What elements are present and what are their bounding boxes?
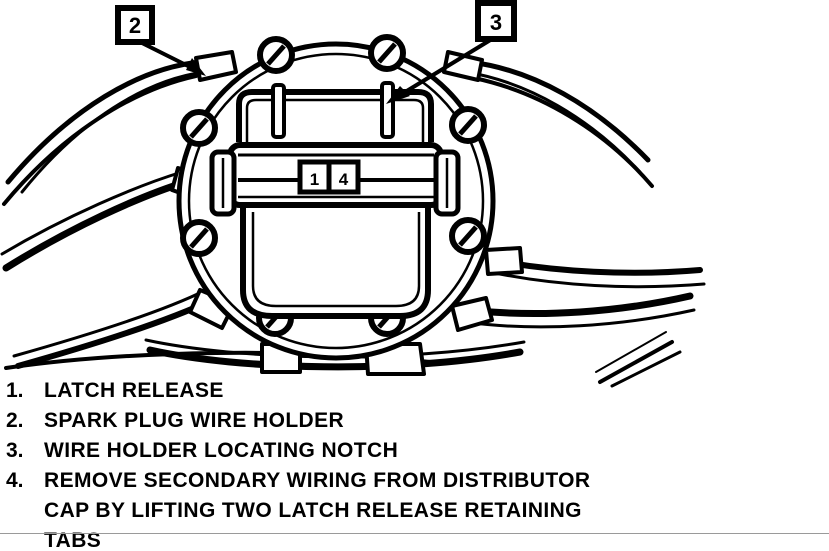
legend-item-4-continuation-2-text: TABS [44, 529, 102, 551]
callout-box-3[interactable]: 3 [475, 0, 517, 42]
callout-box-2[interactable]: 2 [115, 5, 155, 45]
leader-line-3 [390, 37, 494, 102]
legend-item-4-continuation-1-text: CAP BY LIFTING TWO LATCH RELEASE RETAINI… [44, 499, 582, 522]
bottom-divider [0, 533, 829, 534]
legend-item-1: 1. LATCH RELEASE [0, 376, 829, 406]
callout-box-2-label: 2 [129, 13, 141, 38]
callout-box-3-rect[interactable] [475, 0, 517, 42]
callout-arrowhead-group [186, 58, 410, 104]
cap-inner-circle [187, 52, 485, 350]
cap-lower-body-inner [251, 212, 421, 308]
cap-screw-top-right [368, 34, 406, 72]
legend-list: 1. LATCH RELEASE 2. SPARK PLUG WIRE HOLD… [0, 376, 829, 551]
callout-box-3-label: 3 [490, 10, 502, 35]
cap-lower-body-outline [240, 205, 431, 319]
legend-item-4: 4. REMOVE SECONDARY WIRING FROM DISTRIBU… [0, 466, 829, 496]
cap-lower-body [240, 205, 431, 319]
legend-item-3: 3. WIRE HOLDER LOCATING NOTCH [0, 436, 829, 466]
legend-item-4-continuation-1: CAP BY LIFTING TWO LATCH RELEASE RETAINI… [0, 496, 829, 526]
legend-item-1-number: 1. [6, 379, 24, 402]
arrowhead-3 [386, 86, 410, 104]
callout-box-4-rect[interactable] [326, 159, 361, 195]
legend-item-3-number: 3. [6, 439, 24, 462]
cap-screw-right-upper [449, 106, 487, 144]
legend-item-2-text: SPARK PLUG WIRE HOLDER [44, 409, 345, 432]
wire-holder-arch-inner [245, 98, 425, 142]
wire-holder-locating-notch-left [271, 83, 286, 139]
wire-boot-right [484, 246, 524, 276]
wire-mid-left [0, 170, 190, 272]
wire-upper-left-b [2, 74, 198, 206]
wire-stub-right [595, 331, 682, 388]
arrowhead-2 [186, 58, 206, 76]
callout-box-2-rect[interactable] [115, 5, 155, 45]
wire-boot-lower-right [450, 296, 494, 332]
legend-item-4-continuation-2: TABS [0, 526, 829, 551]
legend-item-2-number: 2. [6, 409, 24, 432]
spark-plug-wire-holder [236, 81, 434, 142]
wire-upper-right-b [472, 76, 654, 188]
callout-box-4[interactable]: 4 [326, 159, 361, 195]
wire-holder-locating-notch-right [380, 81, 395, 139]
legend-item-4-number: 4. [6, 469, 24, 492]
wire-holder-arch [236, 89, 434, 142]
wire-lower-right [464, 292, 696, 329]
legend-item-3-text: WIRE HOLDER LOCATING NOTCH [44, 439, 399, 462]
callout-box-1-label: 1 [310, 170, 319, 189]
legend-item-1-text: LATCH RELEASE [44, 379, 224, 402]
cap-screw-left-upper [180, 109, 218, 147]
legend-item-2: 2. SPARK PLUG WIRE HOLDER [0, 406, 829, 436]
wire-boot-top-left [194, 50, 238, 82]
callout-box-4-label: 4 [339, 170, 349, 189]
legend-item-4-text: REMOVE SECONDARY WIRING FROM DISTRIBUTOR [44, 469, 591, 492]
cap-screw-top-left [257, 36, 295, 74]
cap-screw-left-lower [180, 219, 218, 257]
cap-screw-right-lower [449, 217, 487, 255]
callout-box-1[interactable]: 1 [297, 159, 332, 195]
